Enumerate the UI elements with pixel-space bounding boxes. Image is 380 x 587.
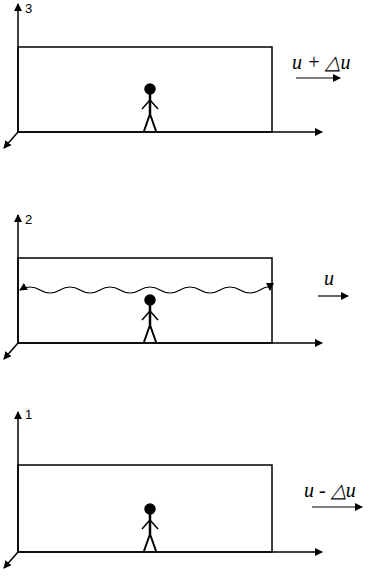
velocity-arrow <box>296 77 340 78</box>
velocity-label: u - △u <box>304 480 356 500</box>
frame-number: 1 <box>25 408 32 421</box>
velocity-label: u <box>324 268 334 288</box>
velocity-arrow <box>318 295 348 296</box>
frame-number: 3 <box>25 2 32 15</box>
reference-frame <box>4 215 322 359</box>
frame-number: 2 <box>25 213 32 226</box>
velocity-label: u + △u <box>292 52 351 72</box>
reference-frame <box>4 412 322 568</box>
reference-frame <box>4 4 322 148</box>
velocity-arrow <box>312 506 362 507</box>
